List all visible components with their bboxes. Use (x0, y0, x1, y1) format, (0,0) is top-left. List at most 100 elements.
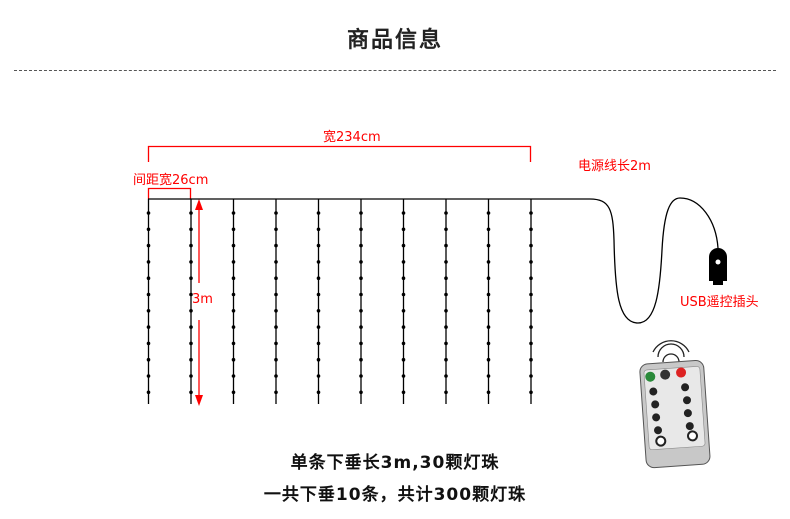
led-bead (359, 374, 363, 378)
led-bead (231, 325, 236, 329)
led-bead (316, 357, 321, 362)
led-bead (444, 260, 448, 264)
led-bead (529, 357, 533, 362)
led-bead (444, 309, 448, 313)
led-bead (401, 374, 406, 378)
led-bead (189, 276, 193, 281)
led-bead (486, 227, 491, 232)
led-bead (231, 357, 236, 362)
led-bead (316, 341, 321, 346)
led-bead (274, 292, 278, 297)
led-bead (189, 227, 193, 232)
divider (14, 70, 776, 71)
led-bead (401, 211, 406, 215)
led-bead (359, 276, 363, 281)
led-bead (444, 292, 448, 297)
led-bead (274, 260, 278, 264)
led-bead (359, 243, 363, 248)
led-bead (274, 390, 278, 395)
power-cable (148, 197, 719, 324)
led-bead (486, 390, 491, 395)
led-bead (146, 276, 151, 281)
led-bead (189, 243, 193, 248)
total-width-bracket (147, 145, 532, 162)
led-bead (146, 292, 151, 297)
led-bead (274, 227, 278, 232)
led-bead (359, 309, 363, 313)
led-bead (231, 309, 236, 313)
remote-control-icon (639, 340, 711, 469)
led-bead (401, 292, 406, 297)
led-bead (529, 325, 533, 329)
led-bead (189, 325, 193, 329)
led-bead (486, 243, 491, 248)
led-bead (444, 390, 448, 395)
led-bead (316, 227, 321, 232)
led-bead (316, 292, 321, 297)
led-bead (316, 374, 321, 378)
led-bead (274, 243, 278, 248)
led-bead (316, 260, 321, 264)
led-bead (316, 309, 321, 313)
led-bead (146, 227, 151, 232)
led-bead (529, 260, 533, 264)
led-bead (274, 374, 278, 378)
led-bead (146, 309, 151, 313)
usb-plug-icon (709, 248, 727, 285)
led-bead (231, 341, 236, 346)
led-bead (274, 357, 278, 362)
led-bead (146, 325, 151, 329)
led-bead (529, 374, 533, 378)
led-bead (231, 260, 236, 264)
led-bead (401, 341, 406, 346)
led-bead (359, 390, 363, 395)
led-bead (486, 341, 491, 346)
length-label: 3m (192, 292, 213, 307)
spacing-label: 间距宽26cm (133, 173, 209, 188)
led-bead (401, 390, 406, 395)
led-bead (444, 357, 448, 362)
led-bead (401, 325, 406, 329)
led-bead (146, 341, 151, 346)
led-bead (486, 309, 491, 313)
led-bead (316, 325, 321, 329)
led-bead (274, 325, 278, 329)
led-bead (359, 357, 363, 362)
led-bead (231, 276, 236, 281)
led-bead (486, 374, 491, 378)
led-bead (401, 260, 406, 264)
led-bead (401, 227, 406, 232)
led-bead (444, 341, 448, 346)
led-bead (274, 341, 278, 346)
led-bead (146, 243, 151, 248)
led-bead (359, 341, 363, 346)
led-bead (529, 309, 533, 313)
led-bead (316, 390, 321, 395)
led-bead (444, 276, 448, 281)
led-bead (316, 276, 321, 281)
led-bead (529, 243, 533, 248)
led-bead (359, 227, 363, 232)
led-bead (231, 374, 236, 378)
led-bead (146, 211, 151, 215)
led-bead (231, 292, 236, 297)
led-bead (146, 374, 151, 378)
led-bead (274, 276, 278, 281)
led-bead (231, 211, 236, 215)
led-bead (486, 260, 491, 264)
led-bead (359, 292, 363, 297)
led-bead (359, 260, 363, 264)
led-bead (401, 309, 406, 313)
led-bead (486, 211, 491, 215)
led-bead (401, 276, 406, 281)
caption-total: 一共下垂10条，共计300颗灯珠 (263, 485, 527, 505)
led-bead (146, 390, 151, 395)
led-bead (529, 211, 533, 215)
led-bead (529, 341, 533, 346)
led-bead (189, 374, 193, 378)
spacing-bracket (147, 187, 192, 199)
led-bead (529, 390, 533, 395)
caption-strand: 单条下垂长3m,30颗灯珠 (290, 453, 500, 473)
led-bead (401, 357, 406, 362)
